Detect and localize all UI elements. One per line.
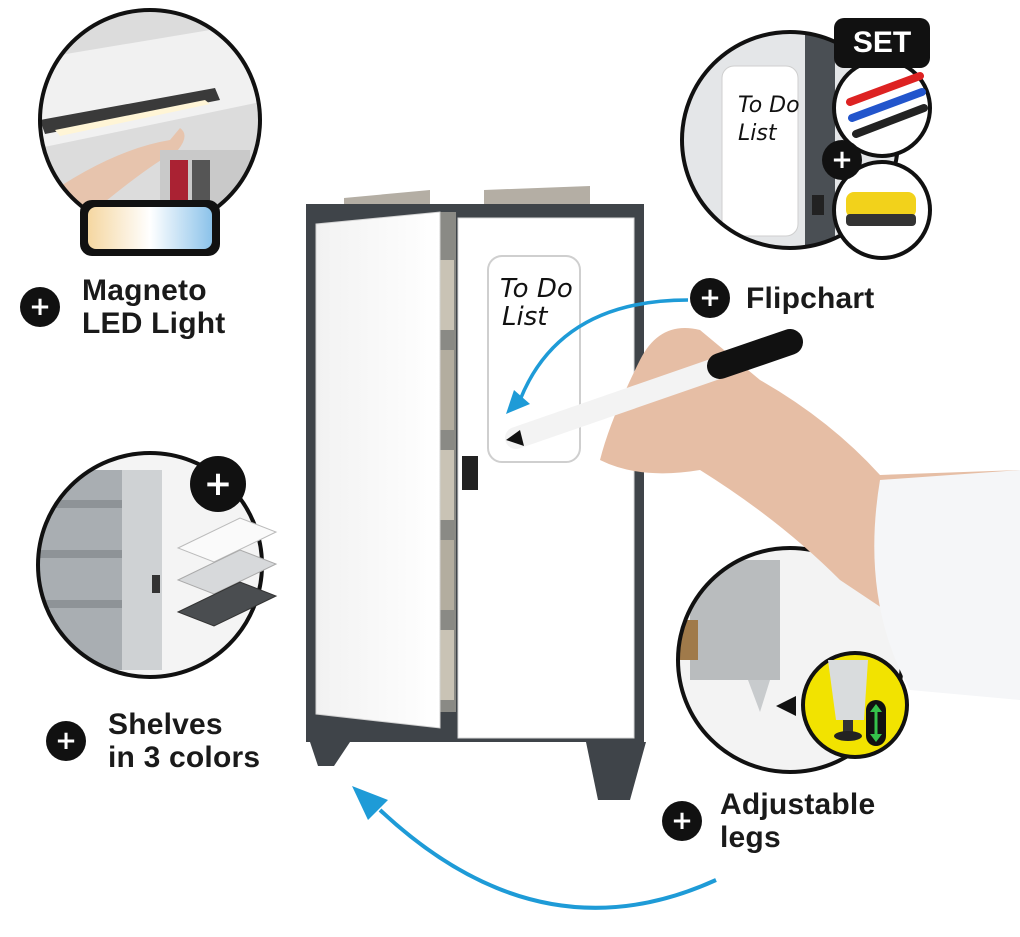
plus-icon: + — [20, 287, 60, 327]
eraser-icon — [846, 192, 916, 218]
feature-shelves-line1: Shelves — [108, 708, 223, 741]
shelf-anthracite-icon — [176, 581, 278, 627]
feature-shelves-label: Shelves in 3 colors — [108, 708, 260, 774]
led-bar-icon — [40, 88, 220, 134]
plus-icon: + — [690, 278, 730, 318]
arrow-down-icon — [870, 734, 882, 742]
shelf-grey-icon — [176, 549, 278, 595]
arrow-up-icon — [870, 704, 882, 712]
legs-inset — [676, 546, 909, 774]
shelves-inset — [36, 451, 278, 679]
lock-icon — [462, 456, 478, 490]
plus-icon: + — [662, 801, 702, 841]
hand-with-marker — [505, 328, 1020, 700]
arrow-icon-bottom — [352, 786, 717, 910]
sleeve — [874, 470, 1020, 700]
cabinet-illustration: To Do List — [306, 186, 646, 800]
led-light-inset — [38, 8, 262, 256]
feature-led-light: + Magneto LED Light — [20, 274, 225, 340]
set-badge: SET — [834, 18, 930, 68]
feature-legs-line2: legs — [720, 821, 781, 854]
red-marker-icon — [846, 72, 924, 106]
flipchart-inset-text-1: To Do — [738, 93, 800, 118]
feature-led-label: Magneto LED Light — [82, 274, 225, 340]
feature-shelves-line2: in 3 colors — [108, 741, 261, 774]
cabinet-left-door — [315, 211, 441, 729]
feature-led-line2: LED Light — [82, 307, 226, 340]
feature-shelves: + Shelves in 3 colors — [46, 708, 260, 774]
feature-legs-line1: Adjustable — [720, 788, 876, 821]
arrow-icon — [506, 298, 689, 414]
feature-flipchart: + Flipchart — [690, 278, 874, 318]
blue-marker-icon — [848, 88, 926, 122]
plus-icon: + — [190, 456, 246, 512]
plus-icon: + — [46, 721, 86, 761]
flipchart-board-text-2: List — [502, 302, 548, 332]
leg-icon — [828, 660, 868, 720]
led-color-temperature-icon — [88, 207, 212, 249]
feature-legs: + Adjustable legs — [662, 788, 875, 854]
feature-legs-label: Adjustable legs — [720, 788, 875, 854]
feature-led-line1: Magneto — [82, 274, 207, 307]
black-marker-icon — [852, 104, 928, 138]
shelf-white-icon — [176, 517, 278, 563]
feature-flipchart-label: Flipchart — [746, 281, 875, 315]
eraser-inset — [832, 160, 932, 260]
plus-icon: + — [822, 140, 862, 180]
flipchart-inset-text-2: List — [738, 121, 778, 146]
flipchart-board-text-1: To Do — [500, 274, 573, 304]
